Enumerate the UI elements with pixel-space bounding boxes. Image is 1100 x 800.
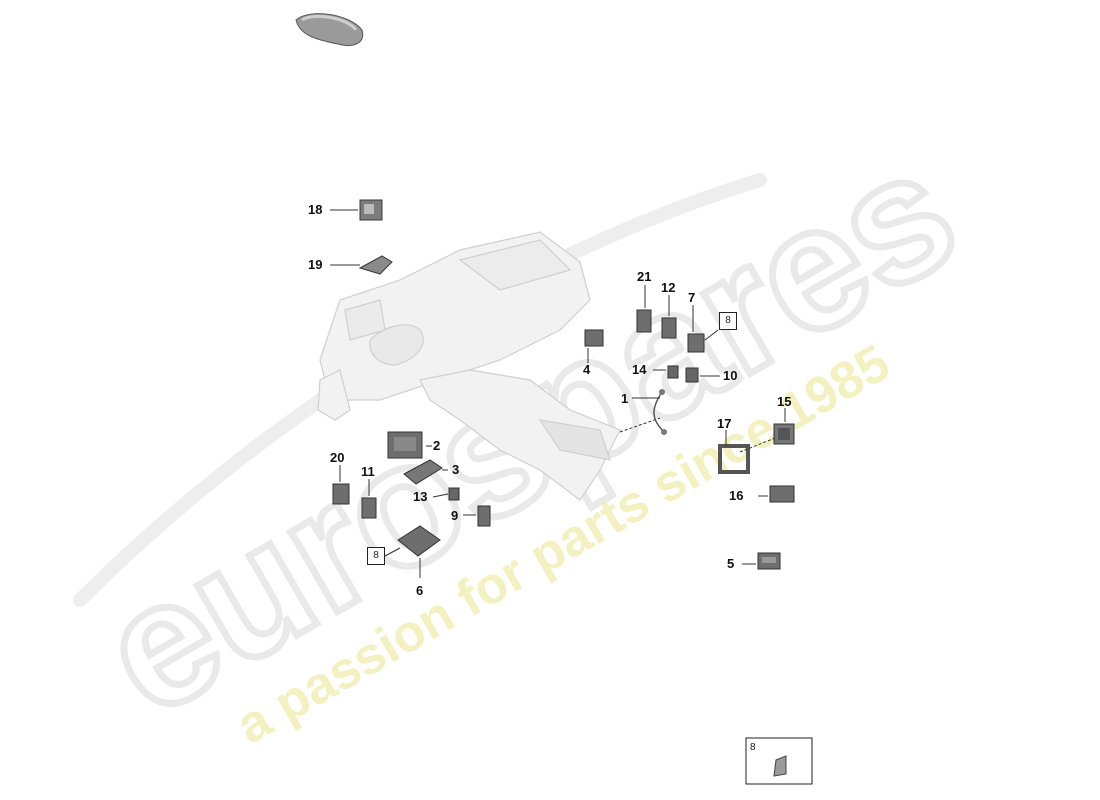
- detail-bracket-part: [773, 755, 787, 777]
- part-6: [397, 525, 441, 557]
- dashboard-outline: [317, 231, 621, 501]
- callout-19[interactable]: 19: [308, 257, 323, 272]
- rear-cover-part: [295, 13, 364, 46]
- boxed-ref-near-6[interactable]: 8: [367, 547, 385, 565]
- leader-lines: [330, 209, 786, 578]
- part-21: [636, 309, 652, 333]
- callout-3[interactable]: 3: [452, 462, 460, 477]
- callout-14[interactable]: 14: [632, 362, 647, 377]
- callout-7[interactable]: 7: [688, 290, 696, 305]
- callout-16[interactable]: 16: [729, 488, 744, 503]
- detail-panel-label: 8: [750, 742, 756, 753]
- callout-15[interactable]: 15: [777, 394, 792, 409]
- callout-9[interactable]: 9: [451, 508, 459, 523]
- callout-21[interactable]: 21: [637, 269, 652, 284]
- part-9: [477, 505, 491, 527]
- part-7: [687, 333, 705, 353]
- callout-5[interactable]: 5: [727, 556, 735, 571]
- callout-4[interactable]: 4: [583, 362, 591, 377]
- part-5: [757, 552, 781, 570]
- boxed-ref-near-7[interactable]: 8: [719, 312, 737, 330]
- callout-1[interactable]: 1: [621, 391, 629, 406]
- part-19: [358, 255, 393, 275]
- part-3: [403, 459, 443, 485]
- part-1-cable: [653, 389, 667, 435]
- part-14: [667, 365, 679, 379]
- callout-13[interactable]: 13: [413, 489, 428, 504]
- part-13: [448, 487, 460, 501]
- callout-6[interactable]: 6: [416, 583, 424, 598]
- part-17: [718, 444, 750, 474]
- part-15: [773, 423, 795, 445]
- part-2: [387, 431, 423, 459]
- callout-18[interactable]: 18: [308, 202, 323, 217]
- part-4: [584, 329, 604, 347]
- callout-10[interactable]: 10: [723, 368, 738, 383]
- callout-11[interactable]: 11: [361, 464, 375, 479]
- part-18: [359, 199, 383, 221]
- part-11: [361, 497, 377, 519]
- callout-2[interactable]: 2: [433, 438, 441, 453]
- part-12: [661, 317, 677, 339]
- part-16: [769, 485, 795, 503]
- part-20: [332, 483, 350, 505]
- callout-17[interactable]: 17: [717, 416, 732, 431]
- callout-12[interactable]: 12: [661, 280, 676, 295]
- callout-20[interactable]: 20: [330, 450, 345, 465]
- part-10: [685, 367, 699, 383]
